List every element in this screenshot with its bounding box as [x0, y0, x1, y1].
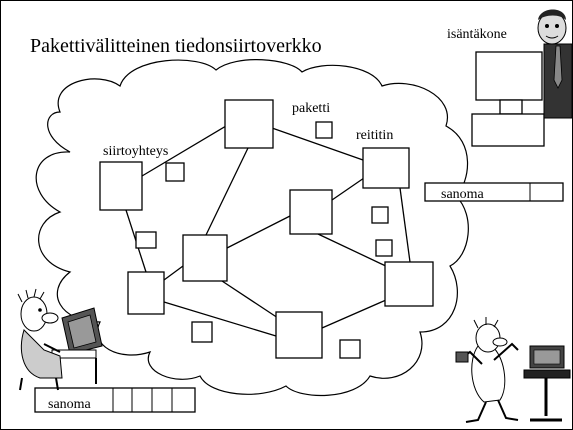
link-label: siirtoyhteys [103, 144, 168, 159]
host-label: isäntäkone [447, 27, 507, 42]
user2-tool [455, 351, 469, 363]
user2-legs [465, 399, 519, 423]
message-box [34, 387, 196, 413]
user2-head [475, 323, 501, 353]
packets [135, 121, 393, 359]
user-at-computer-icon [17, 288, 103, 391]
person-hair [538, 9, 566, 20]
person-icon [537, 9, 573, 119]
highlighted-link [141, 125, 227, 177]
user2-body [471, 345, 506, 403]
router-node [182, 234, 228, 282]
host-computer-icon [471, 51, 545, 147]
user-arm [43, 343, 61, 353]
router-node [275, 311, 323, 359]
message-bottom: sanoma [34, 387, 196, 413]
host-monitor [475, 51, 543, 101]
packet [315, 121, 333, 139]
packet [135, 231, 157, 249]
packet [375, 239, 393, 257]
user-nose [41, 312, 59, 324]
link [321, 299, 387, 329]
host-base [471, 113, 545, 147]
message-label: sanoma [441, 187, 485, 202]
router-node [289, 189, 333, 235]
message-label: sanoma [48, 397, 92, 412]
message-top: sanoma [424, 182, 564, 202]
packet [371, 206, 389, 224]
link [399, 187, 411, 263]
eye [555, 24, 559, 28]
links [125, 125, 411, 337]
packet [191, 321, 213, 343]
packet [165, 162, 185, 182]
terminal-screen [533, 349, 561, 365]
packet-label: paketti [292, 101, 330, 116]
user-body [20, 329, 63, 379]
message-box [424, 182, 564, 202]
diagram-title: Pakettivälitteinen tiedonsiirtoverkko [30, 35, 322, 57]
router-node [127, 271, 165, 315]
link [271, 127, 364, 161]
link [226, 215, 291, 249]
user2-nose [492, 337, 508, 347]
user-with-terminal-icon [455, 317, 571, 423]
router-label: reititin [356, 128, 393, 143]
tie [553, 45, 563, 89]
routers [99, 99, 434, 359]
link [205, 147, 249, 236]
mouth [545, 35, 559, 39]
packet [339, 339, 361, 359]
link [331, 177, 365, 201]
link [317, 233, 391, 269]
host-monitor-stand [499, 99, 523, 115]
router-node [362, 147, 410, 189]
user-screen [67, 314, 97, 349]
terminal-base [523, 369, 571, 379]
eye [545, 24, 549, 28]
user2-hair [473, 317, 499, 329]
router-node [224, 99, 274, 149]
router-node [384, 261, 434, 307]
link [163, 301, 277, 337]
user-hair [17, 288, 45, 303]
link [163, 265, 184, 281]
user-head [20, 296, 48, 332]
link [221, 280, 279, 319]
eye [38, 308, 42, 312]
chair-legs [19, 377, 59, 391]
router-node [99, 161, 143, 211]
